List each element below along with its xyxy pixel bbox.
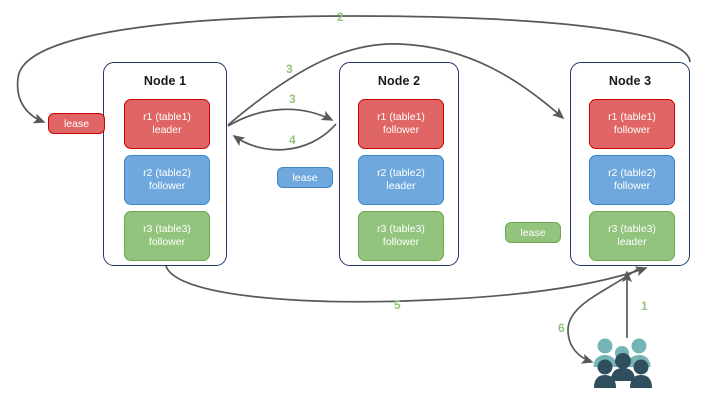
node-box-node3[interactable]: Node 3 r1 (table1) follower r2 (table2) … bbox=[570, 62, 690, 266]
replica-n3r3[interactable]: r3 (table3) leader bbox=[589, 211, 675, 261]
lease-badge-red[interactable]: lease bbox=[48, 113, 105, 134]
replica-role-n2r3: follower bbox=[382, 236, 420, 248]
replica-n3r2[interactable]: r2 (table2) follower bbox=[589, 155, 675, 205]
node-box-node1[interactable]: Node 1 r1 (table1) leader r2 (table2) fo… bbox=[103, 62, 227, 266]
users-group-icon bbox=[593, 338, 652, 388]
node-title-node1: Node 1 bbox=[143, 74, 187, 88]
node-title-node2: Node 2 bbox=[377, 74, 421, 88]
replica-role-n1r2: follower bbox=[148, 180, 186, 192]
edge-step-4 bbox=[232, 123, 337, 151]
step-label-4: 4 bbox=[289, 133, 296, 147]
replica-name-n3r3: r3 (table3) bbox=[608, 223, 656, 235]
replica-name-n3r2: r2 (table2) bbox=[608, 167, 656, 179]
replica-role-n3r1: follower bbox=[613, 124, 651, 136]
step-label-6: 6 bbox=[558, 321, 565, 335]
replica-name-n2r1: r1 (table1) bbox=[377, 111, 425, 123]
replica-role-n3r3: leader bbox=[617, 236, 647, 248]
replica-n1r2[interactable]: r2 (table2) follower bbox=[124, 155, 210, 205]
replica-name-n1r3: r3 (table3) bbox=[143, 223, 191, 235]
step-label-5: 5 bbox=[394, 298, 401, 312]
replica-name-n1r1: r1 (table1) bbox=[143, 111, 191, 123]
replica-name-n3r1: r1 (table1) bbox=[608, 111, 656, 123]
step-label-3a: 3 bbox=[286, 62, 293, 76]
lease-badge-green[interactable]: lease bbox=[505, 222, 561, 243]
node-title-node3: Node 3 bbox=[608, 74, 652, 88]
replica-role-n2r2: leader bbox=[386, 180, 416, 192]
replica-role-n1r1: leader bbox=[152, 124, 182, 136]
step-label-1: 1 bbox=[641, 299, 648, 313]
replica-n1r1[interactable]: r1 (table1) leader bbox=[124, 99, 210, 149]
replica-n1r3[interactable]: r3 (table3) follower bbox=[124, 211, 210, 261]
replica-name-n2r2: r2 (table2) bbox=[377, 167, 425, 179]
step-label-2: 2 bbox=[337, 10, 344, 24]
replica-n2r3[interactable]: r3 (table3) follower bbox=[358, 211, 444, 261]
replica-role-n1r3: follower bbox=[148, 236, 186, 248]
edge-step-5 bbox=[165, 265, 648, 303]
replica-n2r1[interactable]: r1 (table1) follower bbox=[358, 99, 444, 149]
edge-step-3-to-node2 bbox=[227, 108, 334, 127]
replica-role-n2r1: follower bbox=[382, 124, 420, 136]
lease-badge-blue[interactable]: lease bbox=[277, 167, 333, 188]
step-label-3b: 3 bbox=[289, 92, 296, 106]
node-box-node2[interactable]: Node 2 r1 (table1) follower r2 (table2) … bbox=[339, 62, 459, 266]
replica-name-n2r3: r3 (table3) bbox=[377, 223, 425, 235]
replica-n2r2[interactable]: r2 (table2) leader bbox=[358, 155, 444, 205]
replica-name-n1r2: r2 (table2) bbox=[143, 167, 191, 179]
replica-role-n3r2: follower bbox=[613, 180, 651, 192]
replica-n3r1[interactable]: r1 (table1) follower bbox=[589, 99, 675, 149]
